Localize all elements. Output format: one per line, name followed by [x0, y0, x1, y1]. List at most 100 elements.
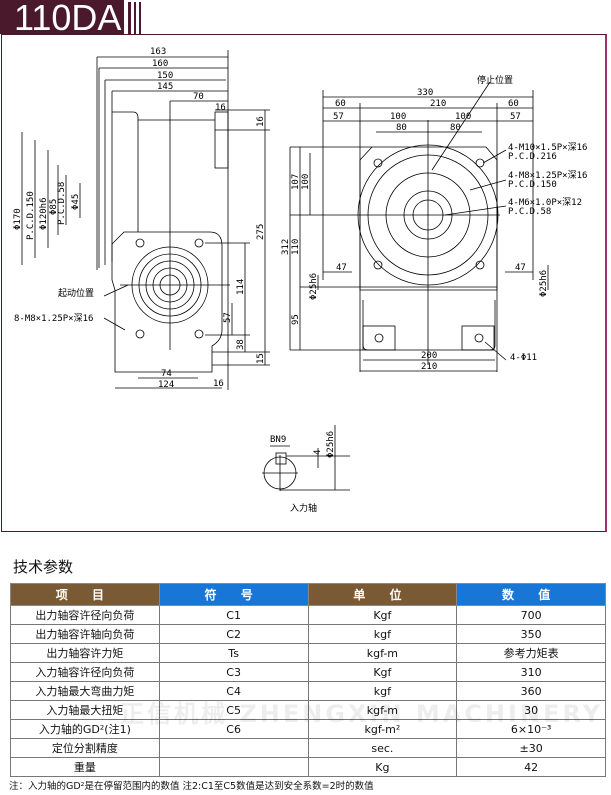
dimension-label: 57	[510, 112, 521, 122]
dimension-label: 100	[301, 174, 311, 190]
dimension-label: 4-M10×1.5P×深16	[508, 142, 587, 153]
title-bar-decoration	[134, 2, 136, 34]
cell-symbol: C3	[158, 662, 309, 682]
cell-symbol	[158, 738, 309, 758]
cell-unit: Kgf	[307, 605, 458, 625]
watermark: 正信机械 ZHENGXIN MACHINERY	[120, 700, 604, 728]
dimension-label: P.C.D.150	[508, 180, 557, 190]
dimension-label: 57	[333, 112, 344, 122]
dimension-label: P.C.D.216	[508, 152, 557, 162]
cell-item: 定位分割精度	[10, 738, 160, 758]
input-shaft-detail: BN9 4 Φ25h6 入力轴	[262, 425, 350, 514]
cell-symbol	[158, 757, 309, 777]
cell-item: 出力轴容许轴向负荷	[10, 624, 160, 644]
dimension-label: 停止位置	[477, 74, 513, 86]
dimension-label: 57	[223, 312, 233, 323]
header-unit: 单 位	[307, 583, 458, 606]
dimension-label: 210	[421, 362, 437, 372]
cell-value: 350	[456, 624, 606, 644]
dimension-label: 16	[213, 379, 224, 389]
dimension-label: 114	[236, 279, 246, 295]
dimension-label: 124	[158, 380, 174, 390]
cell-unit: sec.	[307, 738, 458, 758]
header-value: 数 值	[456, 583, 606, 606]
cell-value: 700	[456, 605, 606, 625]
technical-drawing: 163 160 150 145 70 16 Φ170 P.C.D.150 Φ12…	[13, 47, 587, 514]
dimension-label: 210	[430, 99, 446, 109]
dimension-label: 4	[313, 450, 323, 455]
cell-item: 入力轴的GD²(注1)	[10, 719, 160, 739]
cell-value: 30	[456, 700, 606, 720]
dimension-label: 95	[291, 314, 301, 325]
cell-symbol: C1	[158, 605, 309, 625]
dimension-label: 70	[193, 92, 204, 102]
dimension-label: 160	[152, 59, 168, 69]
cell-item: 出力轴容许力矩	[10, 643, 160, 663]
cell-item: 重量	[10, 757, 160, 777]
dimension-label: 4-M6×1.0P×深12	[508, 197, 582, 208]
dimension-label: Φ45	[71, 194, 81, 210]
dimension-label: 起动位置	[58, 287, 94, 299]
dimension-label: BN9	[270, 435, 286, 445]
cell-unit: kgf-m	[307, 643, 458, 663]
dimension-label: Φ25h6	[539, 270, 549, 297]
table-header-row: 项 目 符 号 单 位 数 值	[10, 583, 606, 606]
dimension-label: 4-M8×1.25P×深16	[508, 170, 587, 181]
drawing-frame	[1, 34, 607, 532]
dimension-label: 150	[157, 71, 173, 81]
title-bar-decoration	[128, 2, 131, 34]
dimension-label: 47	[336, 263, 347, 273]
cell-unit: kgf	[307, 624, 458, 644]
dimension-label: 8-M8×1.25P×深16	[14, 313, 93, 324]
dimension-label: Φ25h6	[309, 273, 319, 300]
dimension-label: P.C.D.58	[508, 207, 551, 217]
dimension-label: 80	[396, 123, 407, 133]
cell-value: ±30	[456, 738, 606, 758]
table-row: 定位分割精度 sec.±30	[10, 738, 606, 758]
dimension-label: Φ25h6	[326, 431, 336, 458]
cell-item: 出力轴容许径向负荷	[10, 605, 160, 625]
header-symbol: 符 号	[158, 583, 309, 606]
dimension-label: 38	[236, 339, 246, 350]
dimension-label: 60	[508, 99, 519, 109]
dimension-label: 200	[421, 351, 437, 361]
cell-unit: kgf	[307, 681, 458, 701]
cell-item: 入力轴最大弯曲力矩	[10, 681, 160, 701]
section-title: 技术参数	[13, 558, 74, 576]
dimension-label: 入力轴	[290, 502, 317, 514]
dimension-label: 4-Φ11	[510, 353, 537, 363]
cell-value: 310	[456, 662, 606, 682]
dimension-label: Φ85	[49, 199, 59, 215]
dimension-label: 16	[215, 103, 226, 113]
dimension-label: 100	[390, 112, 406, 122]
cell-value: 参考力矩表	[456, 643, 606, 663]
side-view: 163 160 150 145 70 16 Φ170 P.C.D.150 Φ12…	[13, 47, 270, 390]
dimension-label: P.C.D.58	[57, 182, 67, 225]
dimension-label: P.C.D.150	[26, 191, 36, 240]
dimension-label: 330	[417, 88, 433, 98]
dimension-label: 74	[161, 369, 172, 379]
cell-item: 入力轴容许径向负荷	[10, 662, 160, 682]
cell-symbol: C2	[158, 624, 309, 644]
cell-unit: Kg	[307, 757, 458, 777]
dimension-label: 275	[256, 224, 266, 240]
model-title: 110DA	[0, 0, 124, 36]
dimension-label: 163	[150, 47, 166, 57]
dimension-label: 15	[256, 353, 266, 364]
dimension-label: 60	[335, 99, 346, 109]
dimension-label: 100	[455, 112, 471, 122]
dimension-label: 107	[291, 174, 301, 190]
cell-unit: Kgf	[307, 662, 458, 682]
front-view: 停止位置 330 60 210 60 57 100 100 57 80 80 3…	[281, 74, 587, 372]
dimension-label: 110	[291, 239, 301, 255]
cell-value: 360	[456, 681, 606, 701]
dimension-label: 47	[515, 263, 526, 273]
dimension-label: 80	[450, 123, 461, 133]
